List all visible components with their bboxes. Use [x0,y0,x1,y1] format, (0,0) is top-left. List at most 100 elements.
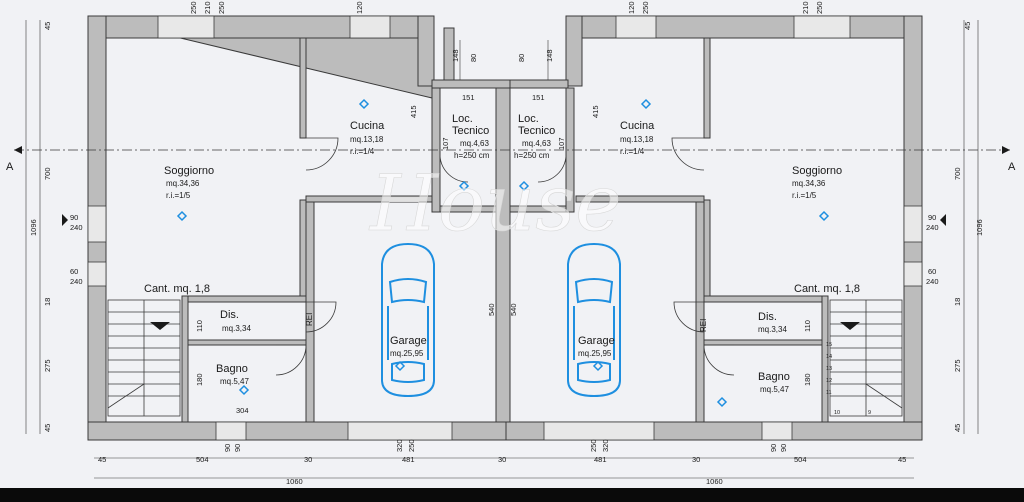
dim-label: 90 [928,213,936,222]
bottom-dimensions: 45 504 30 481 30 481 30 504 45 1060 1060… [98,439,906,486]
dim-label: 110 [803,320,812,332]
left-unit-labels: Soggiorno mq.34,36 r.i.=1/5 Cucina mq.13… [144,113,490,386]
dim-label: 90 [233,444,242,452]
stair-number: 9 [868,410,871,416]
room-area: mq.4,63 [460,139,489,148]
dim-label: 45 [953,424,962,432]
room-area: mq.5,47 [760,385,789,394]
dim-label: 320 [395,439,404,452]
dim-label: 415 [409,105,418,118]
stair-number: 12 [826,378,832,384]
room-area: mq.25,95 [390,349,424,358]
dim-label: 540 [487,303,496,316]
room-name-cucina: Cucina [620,120,655,132]
room-ri: r.i.=1/5 [792,191,817,200]
dim-label: 250 [589,439,598,452]
rei-label: REI [305,313,314,326]
watermark-text: House [368,159,621,249]
room-name-dis: Dis. [220,309,239,321]
car-icon [381,242,435,398]
dim-label: 250 [407,439,416,452]
dim-label: 320 [601,439,610,452]
room-name-tecnico: Tecnico [518,125,555,137]
dim-label: 1096 [975,219,984,236]
section-line: A A [6,146,1016,173]
dim-label: 1060 [706,477,723,486]
car-icon [567,242,621,398]
dim-label: 250 [217,1,226,14]
bottom-black-bar [0,488,1024,502]
dim-label: 107 [557,137,566,150]
room-area: mq.5,47 [220,377,249,386]
dim-label: 110 [195,320,204,332]
dim-label: 80 [469,54,478,62]
room-name-loc: Loc. [518,113,539,125]
interior-dimensions: 415 415 151 151 107 107 540 540 110 110 … [195,93,812,415]
stair-number: 11 [826,390,832,396]
dim-label: 148 [451,49,460,62]
room-name-loc: Loc. [452,113,473,125]
room-name-garage: Garage [390,335,427,347]
room-ri: r.i.=1/4 [620,147,645,156]
room-ri: r.i.=1/4 [350,147,375,156]
dim-label: 240 [926,277,939,286]
dim-label: 240 [926,223,939,232]
dimension-lines [25,20,979,479]
dim-label: 45 [898,455,906,464]
dim-label: 240 [70,277,83,286]
dim-label: 45 [43,424,52,432]
dim-label: 60 [70,267,78,276]
room-name-bagno: Bagno [216,363,248,375]
dim-label: 80 [517,54,526,62]
room-area: mq.25,95 [578,349,612,358]
dim-label: 148 [545,49,554,62]
dim-label: 1096 [29,219,38,236]
dim-label: 1060 [286,477,303,486]
dim-label: 90 [779,444,788,452]
right-vertical-dimensions: 45 700 1096 45 275 18 90 240 60 240 [926,22,984,432]
dim-label: 60 [928,267,936,276]
dim-label: 18 [43,298,52,306]
light-point-icon [176,98,830,408]
dim-label: 45 [98,455,106,464]
dim-label: 151 [462,93,475,102]
dim-label: 504 [196,455,209,464]
stairs-right: 15 14 13 12 11 10 9 [826,299,903,417]
dim-label: 180 [195,373,204,386]
dim-label: 240 [70,223,83,232]
dim-label: 481 [402,455,415,464]
dim-label: 90 [223,444,232,452]
room-height: h=250 cm [454,151,490,160]
stair-number: 10 [834,410,840,416]
left-vertical-dimensions: 45 700 1096 45 275 18 90 240 60 240 [29,22,83,432]
cantina-label: Cant. mq. 1,8 [794,283,860,295]
room-ri: r.i.=1/5 [166,191,191,200]
dim-label: 90 [769,444,778,452]
section-mark-left: A [6,161,14,173]
room-height: h=250 cm [514,151,550,160]
dim-label: 250 [189,1,198,14]
room-name-soggiorno: Soggiorno [792,165,842,177]
dim-label: 151 [532,93,545,102]
dim-label: 415 [591,105,600,118]
room-name-cucina: Cucina [350,120,385,132]
room-area: mq.34,36 [166,179,200,188]
dim-label: 250 [641,1,650,14]
dim-label: 504 [794,455,807,464]
dim-label: 30 [692,455,700,464]
dim-label: 180 [803,373,812,386]
room-name-bagno: Bagno [758,371,790,383]
dim-label: 18 [953,298,962,306]
dim-label: 481 [594,455,607,464]
right-unit-labels: Soggiorno mq.34,36 r.i.=1/5 Cucina mq.13… [514,113,860,394]
windows [87,15,923,441]
room-area: mq.34,36 [792,179,826,188]
dim-label: 120 [627,1,636,14]
stair-number: 14 [826,354,832,360]
dim-label: 107 [441,137,450,150]
dim-label: 30 [304,455,312,464]
room-name-tecnico: Tecnico [452,125,489,137]
dim-label: 250 [815,1,824,14]
stairs-left [107,299,181,417]
